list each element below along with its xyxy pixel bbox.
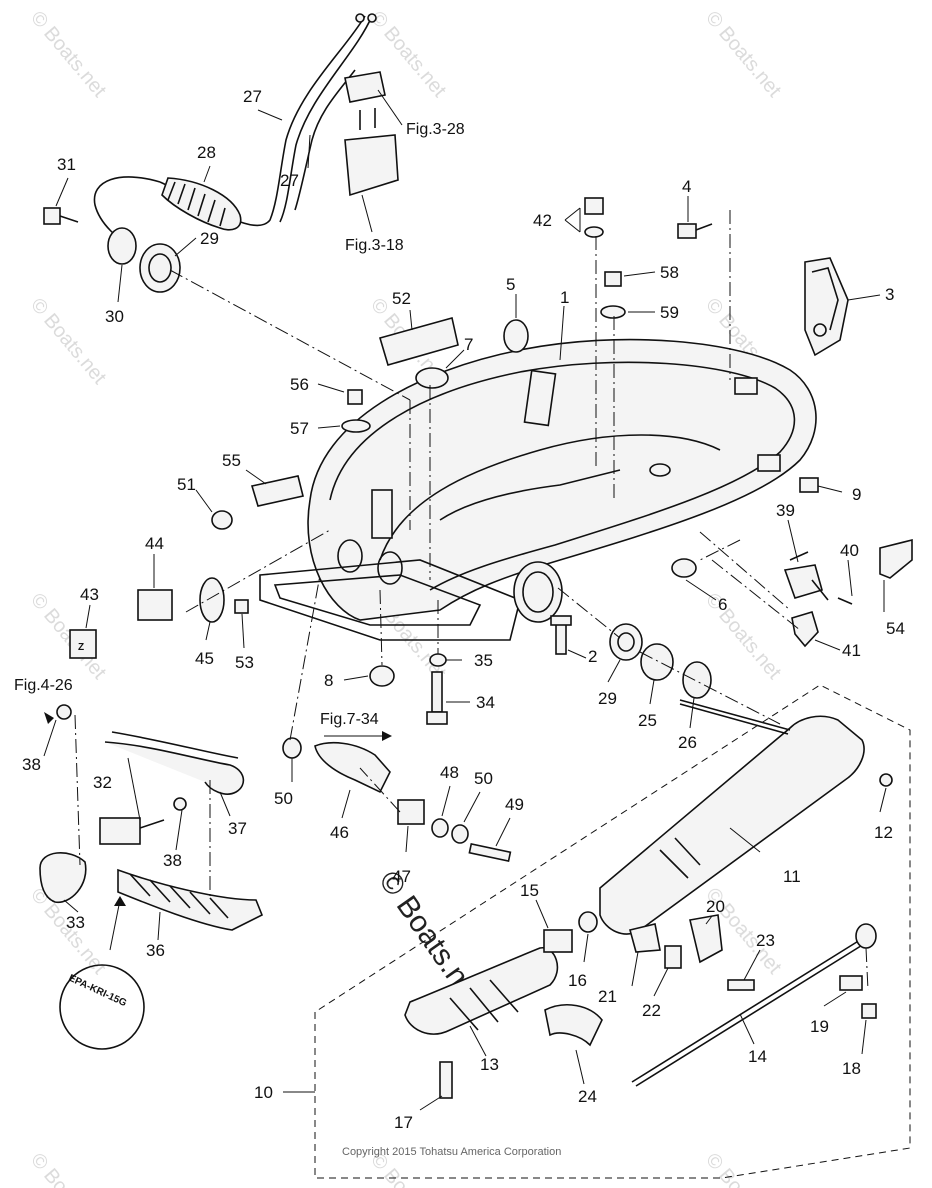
callout-27: 27 (243, 87, 262, 106)
callout-17: 17 (394, 1113, 413, 1132)
callout-29: 29 (598, 689, 617, 708)
callout-32: 32 (93, 773, 112, 792)
callout-14: 14 (748, 1047, 767, 1066)
callout-16: 16 (568, 971, 587, 990)
callout-36: 36 (146, 941, 165, 960)
callout-48: 48 (440, 763, 459, 782)
callout-29: 29 (200, 229, 219, 248)
callout-56: 56 (290, 375, 309, 394)
key-icon: Z (78, 642, 84, 653)
tiller-handle (404, 699, 893, 1099)
callout-33: 33 (66, 913, 85, 932)
ref-fig-7-34: Fig.7-34 (320, 711, 379, 728)
copyright: Copyright 2015 Tohatsu America Corporati… (342, 1146, 561, 1158)
callout-52: 52 (392, 289, 411, 308)
ref-fig-3-28: Fig.3-28 (406, 121, 465, 138)
callout-19: 19 (810, 1017, 829, 1036)
callout-13: 13 (480, 1055, 499, 1074)
callout-55: 55 (222, 451, 241, 470)
callout-27: 27 (280, 171, 299, 190)
callout-5: 5 (506, 275, 515, 294)
bottom-cowl (259, 338, 817, 641)
callout-42: 42 (533, 211, 552, 230)
callout-57: 57 (290, 419, 309, 438)
left-parts: Z (69, 577, 249, 659)
callout-28: 28 (197, 143, 216, 162)
callout-50: 50 (474, 769, 493, 788)
callout-58: 58 (660, 263, 679, 282)
callout-40: 40 (840, 541, 859, 560)
callout-45: 45 (195, 649, 214, 668)
callout-15: 15 (520, 881, 539, 900)
callout-49: 49 (505, 795, 524, 814)
leader-lines (43, 89, 887, 1111)
callout-47: 47 (392, 867, 411, 886)
reference-arrows (44, 712, 392, 906)
callout-31: 31 (57, 155, 76, 174)
callout-21: 21 (598, 987, 617, 1006)
callout-41: 41 (842, 641, 861, 660)
callout-9: 9 (852, 485, 861, 504)
callout-37: 37 (228, 819, 247, 838)
callout-4: 4 (682, 177, 691, 196)
callout-6: 6 (718, 595, 727, 614)
callout-labels: 27 27 28 31 29 30 Fig.3-28 Fig.3-18 42 4… (14, 87, 905, 1132)
callout-44: 44 (145, 534, 164, 553)
callout-3: 3 (885, 285, 894, 304)
callout-43: 43 (80, 585, 99, 604)
callout-59: 59 (660, 303, 679, 322)
callout-39: 39 (776, 501, 795, 520)
callout-46: 46 (330, 823, 349, 842)
callout-24: 24 (578, 1087, 597, 1106)
watermark-small: © Boats.net (26, 294, 110, 389)
callout-38: 38 (163, 851, 182, 870)
callout-20: 20 (706, 897, 725, 916)
fuel-parts: EPA-KRI-15G (39, 704, 264, 1050)
callout-38: 38 (22, 755, 41, 774)
callout-1: 1 (560, 288, 569, 307)
callout-2: 2 (588, 647, 597, 666)
callout-22: 22 (642, 1001, 661, 1020)
callout-53: 53 (235, 653, 254, 672)
watermark-small: © Boats.net (701, 1149, 785, 1188)
callout-11: 11 (783, 867, 801, 886)
watermark-small: © Boats.net (26, 1149, 110, 1188)
center-hardware (211, 197, 626, 530)
right-parts (671, 223, 913, 648)
callout-51: 51 (177, 475, 196, 494)
callout-35: 35 (474, 651, 493, 670)
callout-18: 18 (842, 1059, 861, 1078)
callout-7: 7 (464, 335, 473, 354)
callout-50: 50 (274, 789, 293, 808)
watermark-small: © Boats.net (701, 7, 785, 102)
watermark-small: © Boats.net (26, 7, 110, 102)
callout-34: 34 (476, 693, 495, 712)
callout-23: 23 (756, 931, 775, 950)
ref-fig-3-18: Fig.3-18 (345, 237, 404, 254)
watermark-small: © Boats.net (701, 589, 785, 684)
emission-tag: EPA-KRI-15G (67, 973, 129, 1010)
callout-8: 8 (324, 671, 333, 690)
mid-hardware (282, 615, 712, 862)
callout-10: 10 (254, 1083, 273, 1102)
callout-12: 12 (874, 823, 893, 842)
callout-26: 26 (678, 733, 697, 752)
callout-30: 30 (105, 307, 124, 326)
cable-harness (43, 13, 399, 293)
callout-54: 54 (886, 619, 905, 638)
callout-25: 25 (638, 711, 657, 730)
ref-fig-4-26: Fig.4-26 (14, 677, 73, 694)
